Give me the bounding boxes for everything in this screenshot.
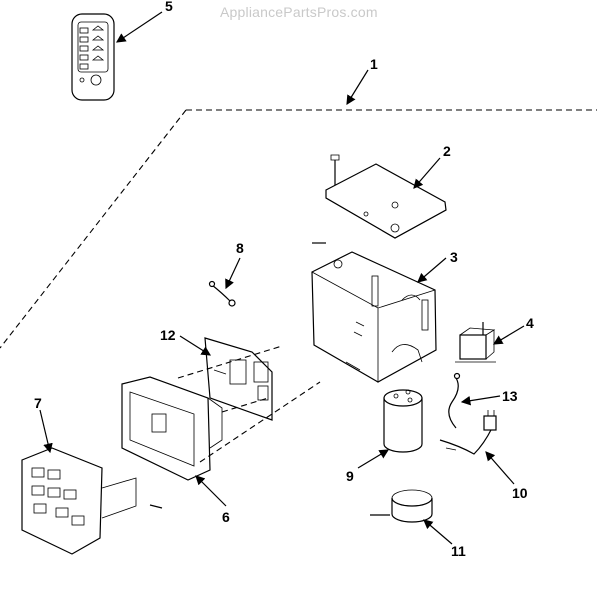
- callout-13: 13: [502, 388, 518, 404]
- transformer-part: [455, 322, 496, 363]
- leader-1: [346, 69, 369, 106]
- control-box-part: [311, 242, 437, 383]
- leader-2: [413, 157, 441, 189]
- leader-13: [460, 395, 501, 406]
- leader-11: [423, 519, 453, 545]
- power-cord-part: [439, 410, 497, 455]
- leader-7: [39, 409, 53, 454]
- leader-12: [179, 335, 212, 356]
- callout-4: 4: [526, 315, 534, 331]
- wire-part: [208, 280, 236, 307]
- remote-control-part: [71, 13, 115, 101]
- callout-12: 12: [160, 327, 176, 343]
- callout-9: 9: [346, 468, 354, 484]
- leader-3: [417, 257, 447, 283]
- leader-6: [195, 475, 227, 507]
- callout-6: 6: [222, 509, 230, 525]
- leader-5: [116, 11, 163, 43]
- callout-11: 11: [451, 543, 466, 559]
- leader-4: [492, 325, 525, 345]
- top-cover-part: [325, 154, 447, 239]
- watermark: AppliancePartsPros.com: [220, 4, 378, 20]
- front-panel-part: [21, 447, 163, 555]
- callout-3: 3: [450, 249, 458, 265]
- callout-1: 1: [370, 56, 378, 72]
- callout-10: 10: [512, 485, 528, 501]
- callout-7: 7: [34, 395, 42, 411]
- control-housing-part: [121, 345, 321, 481]
- callout-8: 8: [236, 240, 244, 256]
- leader-10: [485, 451, 515, 485]
- callout-5: 5: [165, 0, 173, 14]
- pcb-part: [204, 337, 273, 421]
- capacitor-part: [383, 344, 423, 453]
- callout-2: 2: [443, 143, 451, 159]
- leader-9: [357, 449, 390, 469]
- assembly-boundary: [0, 109, 597, 349]
- small-wire-part: [448, 372, 461, 429]
- capacitor-bracket-part: [370, 489, 433, 523]
- leader-8: [225, 257, 241, 290]
